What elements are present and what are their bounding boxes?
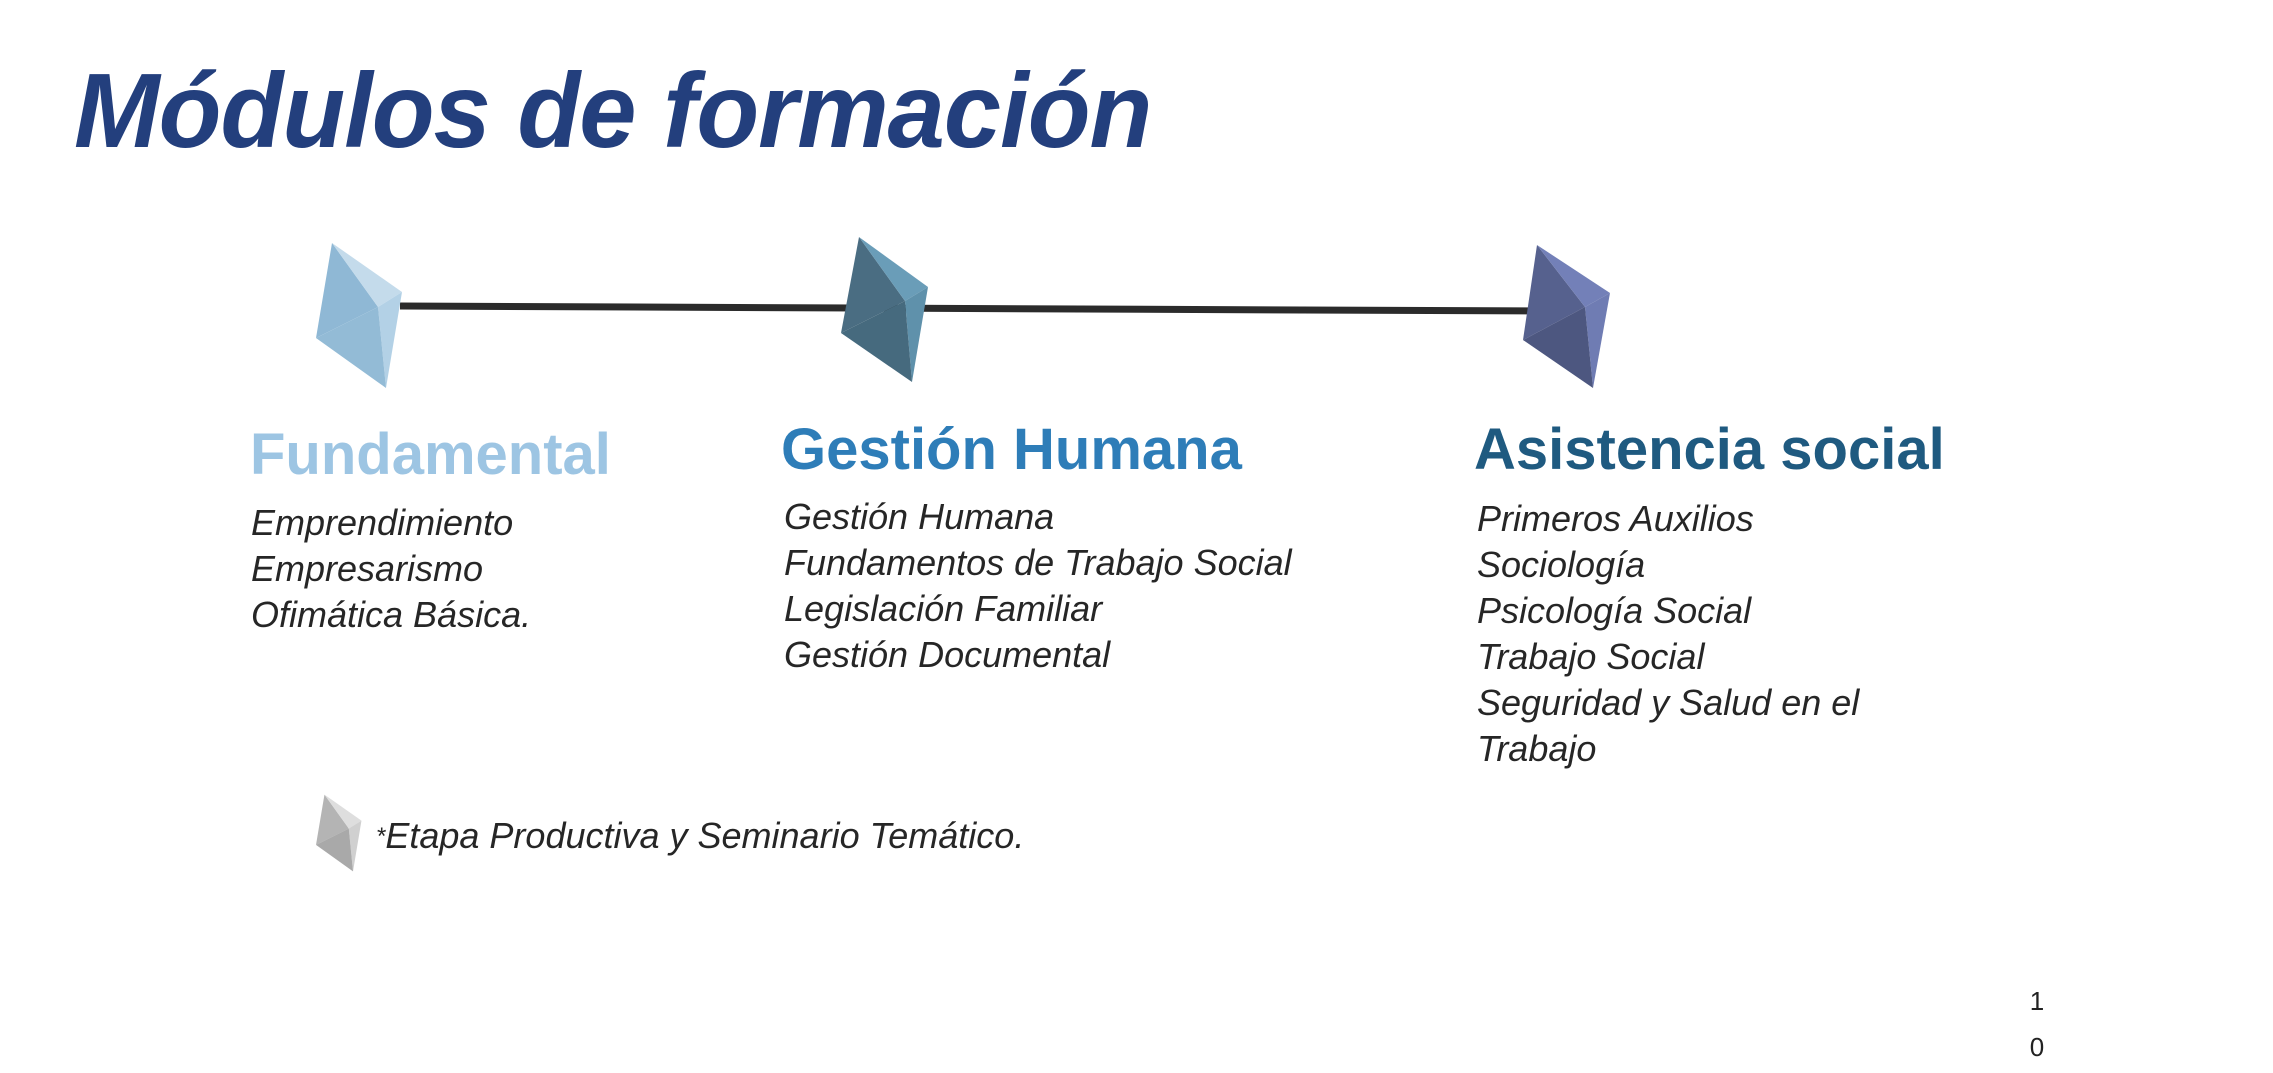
- list-item: Psicología Social: [1477, 590, 1752, 631]
- list-item: Fundamentos de Trabajo Social: [784, 542, 1292, 583]
- timeline-line: [399, 302, 1541, 315]
- module-heading-gestion-humana: Gestión Humana: [781, 417, 1242, 482]
- list-item: Gestión Humana: [784, 496, 1055, 537]
- diamond-marker-gray-icon: [316, 794, 362, 872]
- list-item: Emprendimiento: [251, 502, 514, 543]
- list-item: Seguridad y Salud en el: [1477, 682, 1860, 723]
- list-item: Gestión Documental: [784, 634, 1111, 675]
- module-list-gestion-humana: Gestión Humana Fundamentos de Trabajo So…: [784, 494, 1292, 678]
- page-number: 1 0: [2027, 978, 2047, 1070]
- list-item: Trabajo Social: [1477, 636, 1705, 677]
- page-number-digit: 0: [2029, 1032, 2045, 1062]
- list-item: Ofimática Básica.: [251, 594, 532, 635]
- list-item: Sociología: [1477, 544, 1646, 585]
- list-item: Empresarismo: [251, 548, 484, 589]
- list-item: Legislación Familiar: [784, 588, 1103, 629]
- page-title: Módulos de formación: [74, 52, 1152, 170]
- module-list-asistencia-social: Primeros Auxilios Sociología Psicología …: [1477, 496, 1859, 772]
- page-number-digit: 1: [2029, 986, 2045, 1016]
- footnote-asterisk: *: [376, 823, 386, 850]
- footnote: *Etapa Productiva y Seminario Temático.: [376, 815, 1024, 857]
- list-item: Primeros Auxilios: [1477, 498, 1754, 539]
- footnote-text: Etapa Productiva y Seminario Temático.: [385, 815, 1025, 856]
- timeline: [316, 237, 1610, 388]
- module-heading-asistencia-social: Asistencia social: [1474, 417, 1945, 482]
- diamond-marker-gestion-humana: [841, 237, 928, 382]
- module-heading-fundamental: Fundamental: [250, 422, 611, 487]
- diamond-marker-fundamental: [316, 243, 402, 388]
- diamond-marker-asistencia-social: [1523, 245, 1610, 388]
- list-item: Trabajo: [1477, 728, 1597, 769]
- module-list-fundamental: Emprendimiento Empresarismo Ofimática Bá…: [251, 500, 531, 638]
